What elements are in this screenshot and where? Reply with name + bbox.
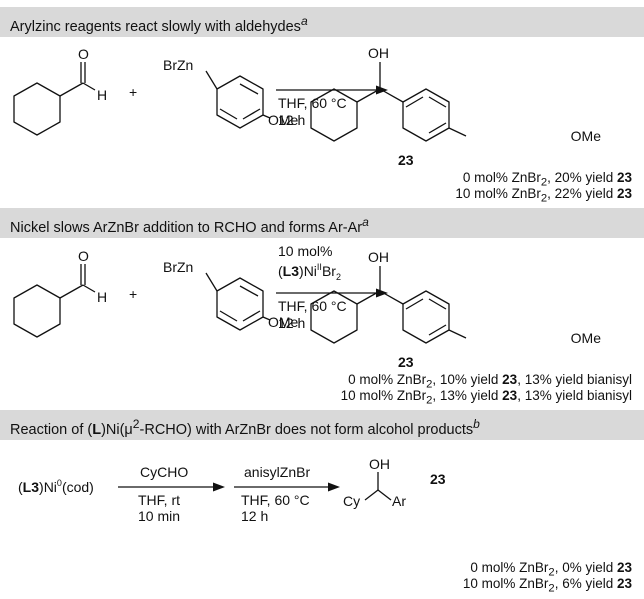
p2-result-2: 10 mol% ZnBr2, 13% yield 23, 13% yield b… [340,388,632,407]
p2-condition-2: 12 h [278,315,305,331]
p3-arrowhead-1 [213,482,225,492]
p2-reagent-brzn: BrZn [163,259,193,275]
p1-aldehyde-h-bond [82,82,96,91]
p3-result-2: 10 mol% ZnBr2, 6% yield 23 [462,576,632,595]
p2-aldehyde-o: O [78,248,89,264]
panel-1-title: Arylzinc reagents react slowly with alde… [10,14,308,35]
p2-product-ome: OMe [571,330,602,346]
p1-arrowhead [376,85,388,95]
p3-step2-reagent: anisylZnBr [244,464,310,480]
p2-aldehyde-ring [13,284,61,338]
p2-catalyst-line2: (L3)NiIIBr2 [278,262,341,282]
p3-product-ar: Ar [392,493,406,509]
panel-2-header: Nickel slows ArZnBr addition to RCHO and… [0,208,644,238]
p3-product-oh: OH [369,456,390,472]
p2-reagent-ring [216,277,264,331]
p2-result-1: 0 mol% ZnBr2, 10% yield 23, 13% yield bi… [348,372,632,391]
p1-product-cyclohexyl [310,88,358,142]
p2-aldehyde-h: H [97,289,107,305]
p2-reagent-ome: OMe [268,314,299,330]
p1-reagent-zn-bond [205,70,218,90]
p3-arrowhead-2 [328,482,340,492]
p3-step2-condition-2: 12 h [241,508,268,524]
p3-result-1: 0 mol% ZnBr2, 0% yield 23 [470,560,632,579]
p1-result-1: 0 mol% ZnBr2, 20% yield 23 [462,170,632,189]
p1-reagent-ome-bond [262,114,271,119]
p1-reagent-ome: OMe [268,112,299,128]
panel-1-header: Arylzinc reagents react slowly with alde… [0,7,644,37]
panel-3-header: Reaction of (L)Ni(μ2-RCHO) with ArZnBr d… [0,410,644,440]
p1-product-aryl-ring [402,88,450,142]
panel-3-title: Reaction of (L)Ni(μ2-RCHO) with ArZnBr d… [10,417,480,438]
p1-aldehyde-ring [13,82,61,136]
p2-plus: + [129,286,137,302]
p2-product-cyclohexyl [310,290,358,344]
p1-condition-1: THF, 60 °C [278,95,347,111]
p1-condition-2: 12 h [278,112,305,128]
p3-step1-condition-1: THF, rt [138,492,180,508]
p1-result-2: 10 mol% ZnBr2, 22% yield 23 [455,186,632,205]
p3-product-cy: Cy [343,493,360,509]
p2-condition-1: THF, 60 °C [278,298,347,314]
p2-product-oh: OH [368,249,389,265]
p3-step1-condition-2: 10 min [138,508,180,524]
p2-product-label: 23 [398,354,414,370]
p2-catalyst-line1: 10 mol% [278,243,332,259]
p3-product-label: 23 [430,471,446,487]
p1-plus: + [129,84,137,100]
p1-aldehyde-h: H [97,87,107,103]
p3-start-complex: (L3)Ni0(cod) [18,478,94,495]
p3-step2-condition-1: THF, 60 °C [241,492,310,508]
p1-product-oh: OH [368,45,389,61]
p1-product-label: 23 [398,152,414,168]
p1-aldehyde-o: O [78,46,89,62]
p2-product-aryl-ring [402,290,450,344]
p1-product-ome: OMe [571,128,602,144]
p1-reagent-ring [216,75,264,129]
p3-step1-reagent: CyCHO [140,464,188,480]
p1-product-ome-bond [448,127,467,137]
p2-arrowhead [376,288,388,298]
panel-2-title: Nickel slows ArZnBr addition to RCHO and… [10,215,369,236]
p1-reagent-brzn: BrZn [163,57,193,73]
p1-aldehyde-bond [59,82,84,97]
